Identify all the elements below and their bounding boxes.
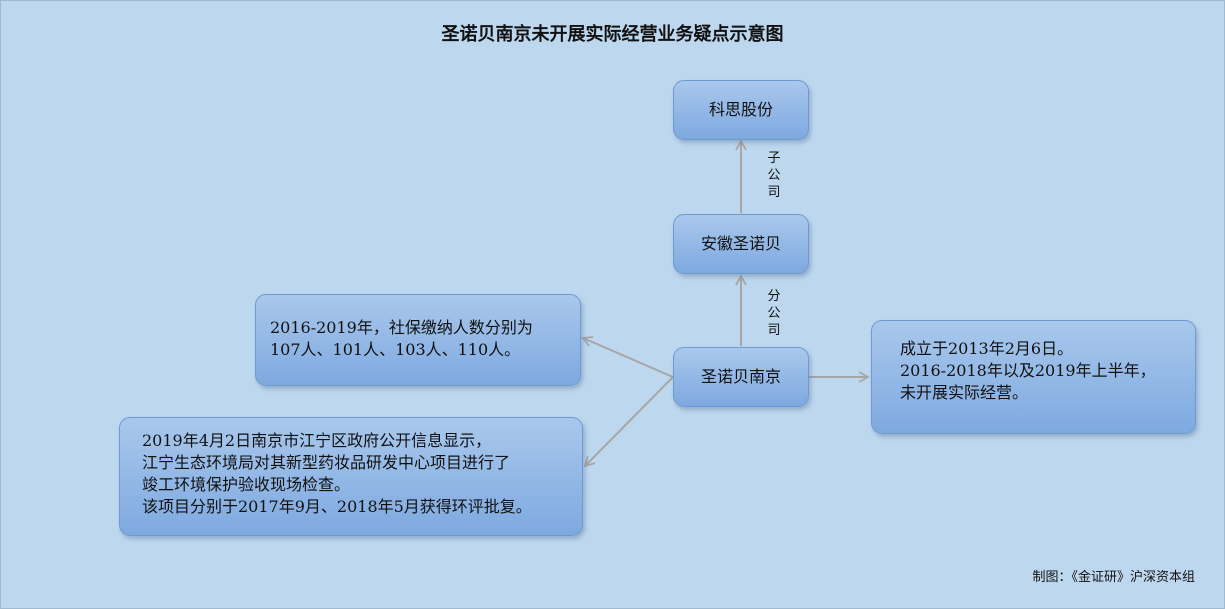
established-line-3: 未开展实际经营。 <box>900 383 1029 402</box>
node-anhui-label: 安徽圣诺贝 <box>700 234 781 253</box>
node-kesi: 科思股份 <box>673 80 809 140</box>
credit-text: 制图：《金证研》沪深资本组 <box>1032 570 1195 585</box>
subsidiary-char-1: 子 <box>767 151 781 166</box>
branch-char-3: 司 <box>767 323 781 338</box>
subsidiary-char-2: 公 <box>767 168 781 183</box>
env-line-2: 江宁生态环境局对其新型药妆品研发中心项目进行了 <box>142 453 511 472</box>
edge-nanjing-to-env <box>583 376 674 468</box>
node-nanjing-label: 圣诺贝南京 <box>700 367 781 386</box>
edge-label-subsidiary: 子 公 司 <box>766 150 782 201</box>
social-line-2: 107人、101人、103人、110人。 <box>270 340 521 359</box>
node-social-security: 2016-2019年，社保缴纳人数分别为 107人、101人、103人、110人… <box>255 294 581 386</box>
node-environment-check: 2019年4月2日南京市江宁区政府公开信息显示， 江宁生态环境局对其新型药妆品研… <box>119 417 583 536</box>
branch-char-2: 公 <box>767 306 781 321</box>
social-line-1: 2016-2019年，社保缴纳人数分别为 <box>270 318 533 337</box>
established-line-2: 2016-2018年以及2019年上半年， <box>900 361 1156 380</box>
node-nanjing: 圣诺贝南京 <box>673 347 809 407</box>
edge-label-branch: 分 公 司 <box>766 288 782 339</box>
env-line-4: 该项目分别于2017年9月、2018年5月获得环评批复。 <box>142 497 532 516</box>
established-line-1: 成立于2013年2月6日。 <box>900 339 1074 358</box>
branch-char-1: 分 <box>767 289 781 304</box>
node-established: 成立于2013年2月6日。 2016-2018年以及2019年上半年， 未开展实… <box>871 320 1196 434</box>
env-line-3: 竣工环境保护验收现场检查。 <box>142 475 351 494</box>
env-line-1: 2019年4月2日南京市江宁区政府公开信息显示， <box>142 431 492 450</box>
diagram-title: 圣诺贝南京未开展实际经营业务疑点示意图 <box>441 24 784 45</box>
node-anhui: 安徽圣诺贝 <box>673 214 809 274</box>
node-kesi-label: 科思股份 <box>708 100 773 119</box>
edge-nanjing-to-social <box>581 336 674 378</box>
subsidiary-char-3: 司 <box>767 185 781 200</box>
